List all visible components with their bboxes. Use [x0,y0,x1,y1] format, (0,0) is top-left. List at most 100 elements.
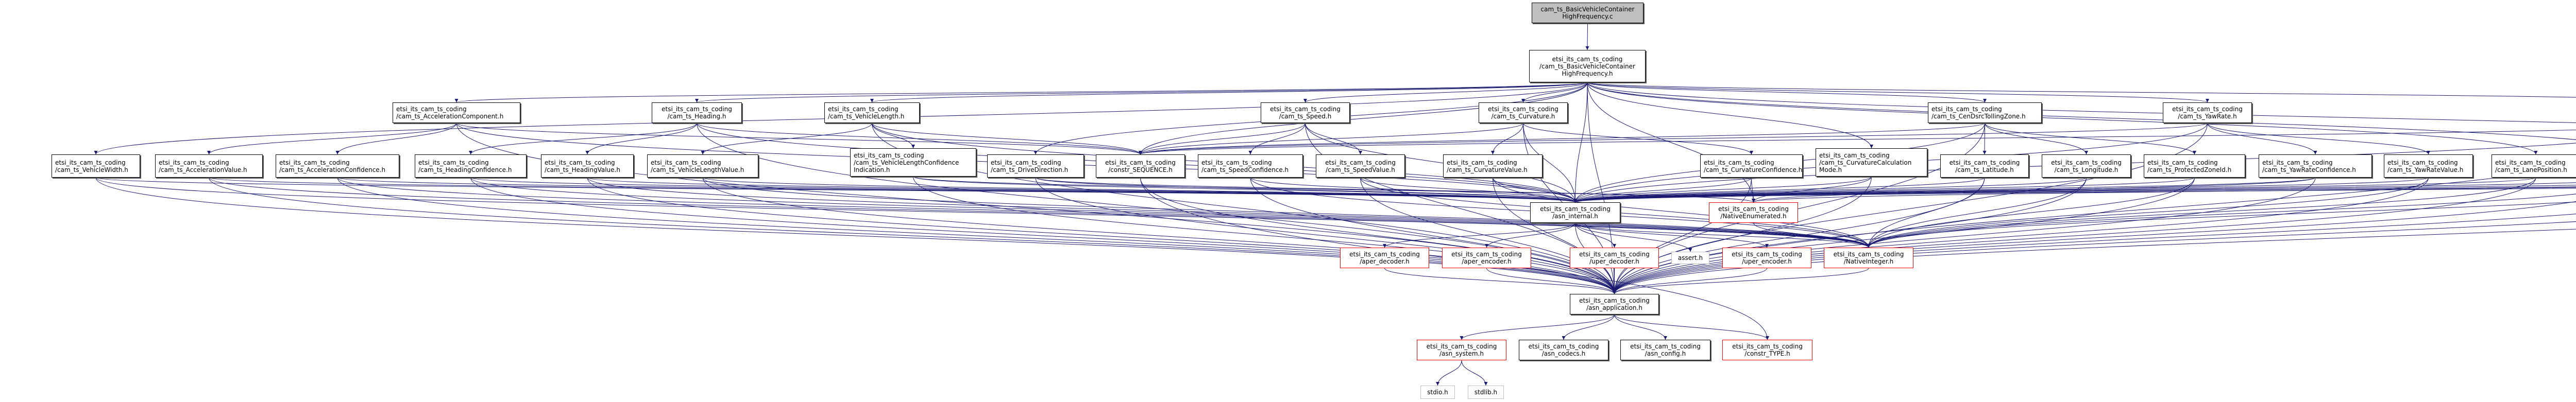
edge-aperDec-to-asnApp [1384,268,1616,294]
edge-accComp-to-accVal [207,123,457,155]
node-bvc[interactable]: etsi_its_cam_ts_coding /cam_ts_BasicVehi… [1529,50,1646,82]
node-uperDec[interactable]: etsi_its_cam_ts_coding /uper_decoder.h [1570,248,1659,268]
node-yawVal[interactable]: etsi_its_cam_ts_coding /cam_ts_YawRateVa… [2384,154,2473,178]
edge-curvConf-to-asnApp [1613,177,1752,294]
edge-bvc-to-perf [1587,82,2576,141]
edge-asnApp-to-asnCodecs [1562,314,1615,340]
edge-speedConf-to-asnApp [1250,177,1616,294]
edge-bvc-to-accComp [455,82,1588,103]
node-driveDir[interactable]: etsi_its_cam_ts_coding /cam_ts_DriveDire… [987,154,1084,178]
node-headVal[interactable]: etsi_its_cam_ts_coding /cam_ts_HeadingVa… [541,154,634,178]
node-pzid[interactable]: etsi_its_cam_ts_coding /cam_ts_Protected… [2144,154,2245,178]
node-accVal[interactable]: etsi_its_cam_ts_coding /cam_ts_Accelerat… [155,154,263,178]
edge-headVal-to-asnApp [587,177,1616,294]
node-stdio[interactable]: stdio.h [1420,386,1455,399]
edge-vehLen-to-vehLenVal [701,123,872,155]
edge-lon-to-asnInt [1573,177,2087,203]
edge-heading-to-headConf [469,123,697,155]
node-vehLenVal[interactable]: etsi_its_cam_ts_coding /cam_ts_VehicleLe… [647,154,758,178]
edge-yawConf-to-natEnum [1752,177,2316,203]
edge-yawVal-to-asnInt [1573,177,2429,203]
edge-curvCalc-to-asnInt [1573,176,1872,203]
node-root[interactable]: cam_ts_BasicVehicleContainer HighFrequen… [1532,3,1643,23]
edge-uperEnc-to-asnApp [1613,268,1767,294]
edge-vehLenVal-to-natInt [702,177,1871,248]
edge-lanePos-to-natInt [1867,177,2536,248]
node-aperEnc[interactable]: etsi_its_cam_ts_coding /aper_encoder.h [1442,248,1531,268]
node-accConf[interactable]: etsi_its_cam_ts_coding /cam_ts_Accelerat… [276,154,399,178]
edge-perf-to-asnInt [1573,182,2576,203]
node-lon[interactable]: etsi_its_cam_ts_coding /cam_ts_Longitude… [2042,154,2131,178]
node-curvCalc[interactable]: etsi_its_cam_ts_coding /cam_ts_Curvature… [1816,148,1927,177]
edge-lanePos-to-asnInt [1573,177,2536,203]
edge-accConf-to-asnInt [337,177,1577,203]
edge-driveDir-to-asnApp [1035,177,1616,294]
edge-yaw-to-seq [1139,123,2208,155]
edge-curvCalc-to-asnApp [1613,176,1872,294]
edge-vehLen-to-seq [872,123,1142,155]
edge-bvc-to-seq [1139,82,1588,155]
edge-swa-to-asnInt [1573,143,2576,203]
edge-asnInt-to-uperEnc [1575,222,1769,248]
node-natInt[interactable]: etsi_its_cam_ts_coding /NativeInteger.h [1824,248,1913,268]
node-constrType[interactable]: etsi_its_cam_ts_coding /constr_TYPE.h [1722,340,1812,360]
node-aperDec[interactable]: etsi_its_cam_ts_coding /aper_decoder.h [1340,248,1429,268]
node-vehWidth[interactable]: etsi_its_cam_ts_coding /cam_ts_VehicleWi… [52,154,140,178]
edge-swaVal-to-asnApp [1613,214,2576,294]
node-asnCodecs[interactable]: etsi_its_cam_ts_coding /asn_codecs.h [1519,340,1608,360]
edge-headConf-to-asnInt [470,177,1577,203]
edge-vehLenVal-to-asnApp [702,177,1616,294]
edge-swaConf-to-asnApp [1613,221,2576,294]
edge-swa-to-seq [1139,129,2576,155]
edge-vehLen-to-vehLenConf [872,123,915,149]
edge-accCtrl-to-asnApp [1613,229,2576,294]
node-assert[interactable]: assert.h [1671,252,1709,264]
node-yaw[interactable]: etsi_its_cam_ts_coding /cam_ts_YawRate.h [2163,102,2252,123]
edge-headConf-to-natInt [470,177,1871,248]
edge-pzid-to-asnInt [1573,177,2195,203]
edge-yaw-to-yawConf [2207,123,2317,155]
node-accComp[interactable]: etsi_its_cam_ts_coding /cam_ts_Accelerat… [393,102,520,123]
edge-speedVal-to-asnApp [1360,177,1616,294]
edge-speed-to-speedConf [1248,123,1306,155]
node-cen[interactable]: etsi_its_cam_ts_coding /cam_ts_CenDsrcTo… [1928,102,2042,123]
node-lanePos[interactable]: etsi_its_cam_ts_coding /cam_ts_LanePosit… [2492,154,2576,178]
node-curvVal[interactable]: etsi_its_cam_ts_coding /cam_ts_Curvature… [1443,154,1543,178]
edge-accComp-to-asnApp [456,123,1616,294]
edge-accVal-to-natInt [209,177,1871,248]
edge-speed-to-seq [1139,123,1306,155]
edge-speedVal-to-asnInt [1360,177,1577,203]
node-yawConf[interactable]: etsi_its_cam_ts_coding /cam_ts_YawRateCo… [2259,154,2372,178]
edge-speed-to-asnInt [1305,123,1577,203]
edge-yaw-to-yawVal [2207,123,2430,155]
edge-natEnum-to-natInt [1753,222,1871,248]
node-vehLen[interactable]: etsi_its_cam_ts_coding /cam_ts_VehicleLe… [824,102,920,123]
node-headConf[interactable]: etsi_its_cam_ts_coding /cam_ts_HeadingCo… [415,154,527,178]
node-uperEnc[interactable]: etsi_its_cam_ts_coding /uper_encoder.h [1722,248,1811,268]
node-stdlib[interactable]: stdlib.h [1468,386,1504,399]
edge-swaConf-to-asnInt [1573,186,2576,203]
edge-asnSys-to-stdio [1436,360,1462,386]
node-speed[interactable]: etsi_its_cam_ts_coding /cam_ts_Speed.h [1261,102,1350,123]
node-speedConf[interactable]: etsi_its_cam_ts_coding /cam_ts_SpeedConf… [1198,154,1303,178]
node-curv[interactable]: etsi_its_cam_ts_coding /cam_ts_Curvature… [1479,102,1568,123]
edge-vehLenConf-to-asnApp [913,176,1616,294]
edge-curv-to-curvVal [1491,123,1523,155]
node-curvConf[interactable]: etsi_its_cam_ts_coding /cam_ts_Curvature… [1700,154,1803,178]
edge-asnSys-to-stdlib [1461,360,1488,386]
node-lat[interactable]: etsi_its_cam_ts_coding /cam_ts_Latitude.… [1940,154,2029,178]
node-asnApp[interactable]: etsi_its_cam_ts_coding /asn_application.… [1570,294,1659,314]
node-asnSys[interactable]: etsi_its_cam_ts_coding /asn_system.h [1417,340,1506,360]
node-heading[interactable]: etsi_its_cam_ts_coding /cam_ts_Heading.h [652,102,742,123]
node-asnInt[interactable]: etsi_its_cam_ts_coding /asn_internal.h [1530,202,1620,223]
node-asnConfig[interactable]: etsi_its_cam_ts_coding /asn_config.h [1620,340,1710,360]
node-natEnum[interactable]: etsi_its_cam_ts_coding /NativeEnumerated… [1709,202,1798,223]
edge-curvConf-to-asnInt [1573,177,1752,203]
node-vehLenConf[interactable]: etsi_its_cam_ts_coding /cam_ts_VehicleLe… [850,148,976,177]
node-speedVal[interactable]: etsi_its_cam_ts_coding /cam_ts_SpeedValu… [1316,154,1405,178]
edge-cen-to-pzid [1985,123,2196,155]
edge-yawConf-to-asnInt [1573,177,2316,203]
edge-asnInt-to-assert [1575,222,1692,252]
node-seq[interactable]: etsi_its_cam_ts_coding /constr_SEQUENCE.… [1096,154,1185,178]
edge-lat-to-asnInt [1573,177,1985,203]
